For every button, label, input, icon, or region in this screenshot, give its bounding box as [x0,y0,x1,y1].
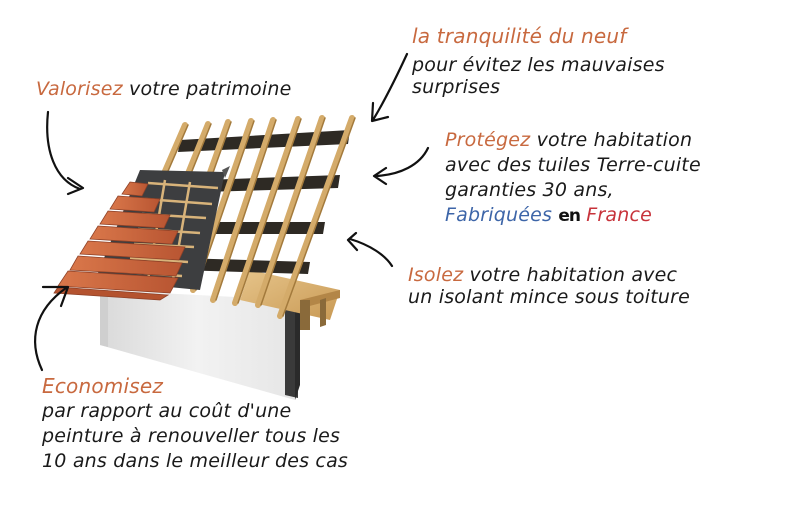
valorisez-text: votre patrimoine [129,78,292,100]
made-in-word-france: France [586,204,653,226]
made-in-france: Fabriquées en France [445,203,701,229]
isolez-text: votre habitation avec [469,264,678,286]
wall [100,290,300,400]
annotation-economisez: Economisez par rapport au coût d'une pei… [42,374,348,474]
annotation-valorisez: Valorisez votre patrimoine [36,78,291,100]
tranquilite-line-2: surprises [412,76,501,98]
economisez-line-2: peinture à renouveller tous les [42,425,341,447]
arrow-isolez-icon [346,231,394,268]
protegez-line-2: garanties 30 ans, [445,179,614,201]
made-in-word-fabriquees: Fabriquées [445,204,553,226]
valorisez-title: Valorisez [36,78,123,100]
protegez-text: votre habitation [536,129,693,151]
annotation-protegez: Protégez votre habitation avec des tuile… [445,128,701,229]
economisez-title: Economisez [42,374,164,398]
isolez-line-1: un isolant mince sous toiture [408,286,691,308]
protegez-title: Protégez [445,129,531,151]
economisez-line-1: par rapport au coût d'une [42,400,292,422]
terracotta-tiles [53,181,186,301]
arrow-valorisez-icon [46,110,85,196]
arrow-economisez-icon [34,285,70,372]
annotation-tranquilite: la tranquilité du neuf pour évitez les m… [412,25,665,98]
arrow-tranquilite-icon [370,52,409,123]
tranquilite-title: la tranquilité du neuf [412,24,627,48]
annotation-isolez: Isolez votre habitation avec un isolant … [408,264,690,308]
isolez-title: Isolez [408,264,464,286]
protegez-line-1: avec des tuiles Terre-cuite [445,154,701,176]
arrow-protegez-icon [372,146,430,186]
economisez-line-3: 10 ans dans le meilleur des cas [42,450,349,472]
made-in-word-en: en [558,206,581,226]
tranquilite-line-1: pour évitez les mauvaises [412,54,665,76]
